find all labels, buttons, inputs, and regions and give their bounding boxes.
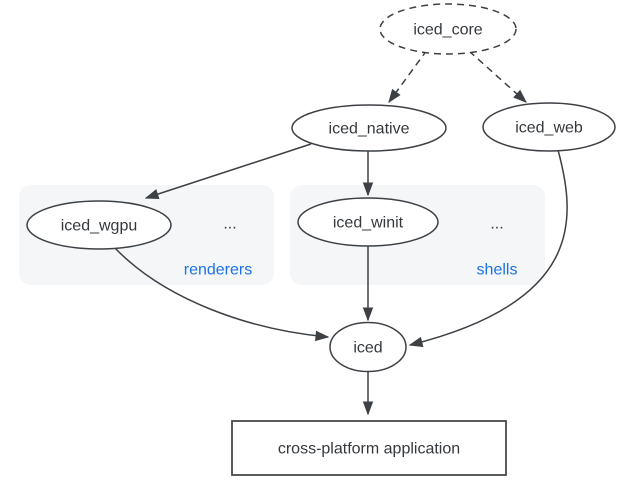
node-iced-web-label: iced_web — [515, 120, 583, 137]
edge-core-to-web — [468, 50, 526, 102]
shells-ellipsis: ... — [490, 216, 503, 233]
node-iced-native — [291, 104, 447, 152]
edge-core-to-native — [389, 49, 428, 102]
edge-web-to-iced — [410, 149, 568, 345]
node-iced-winit-label: iced_winit — [333, 215, 404, 232]
node-iced-core-label: iced_core — [413, 22, 482, 39]
node-iced-web — [482, 102, 616, 152]
node-iced-wgpu — [26, 200, 172, 250]
node-iced-label: iced — [353, 340, 382, 357]
node-iced-native-label: iced_native — [329, 121, 410, 138]
node-iced — [329, 321, 407, 373]
node-iced-wgpu-label: iced_wgpu — [61, 218, 138, 235]
node-app-label: cross-platform application — [278, 441, 460, 458]
edge-native-to-wgpu — [146, 143, 312, 198]
renderers-group-label: renderers — [184, 262, 252, 279]
shells-group-label: shells — [477, 262, 518, 279]
node-app-box — [231, 420, 507, 476]
renderers-ellipsis: ... — [223, 216, 236, 233]
node-iced-winit — [297, 197, 439, 247]
edge-wgpu-to-iced — [114, 247, 328, 337]
node-iced-core — [379, 3, 517, 55]
